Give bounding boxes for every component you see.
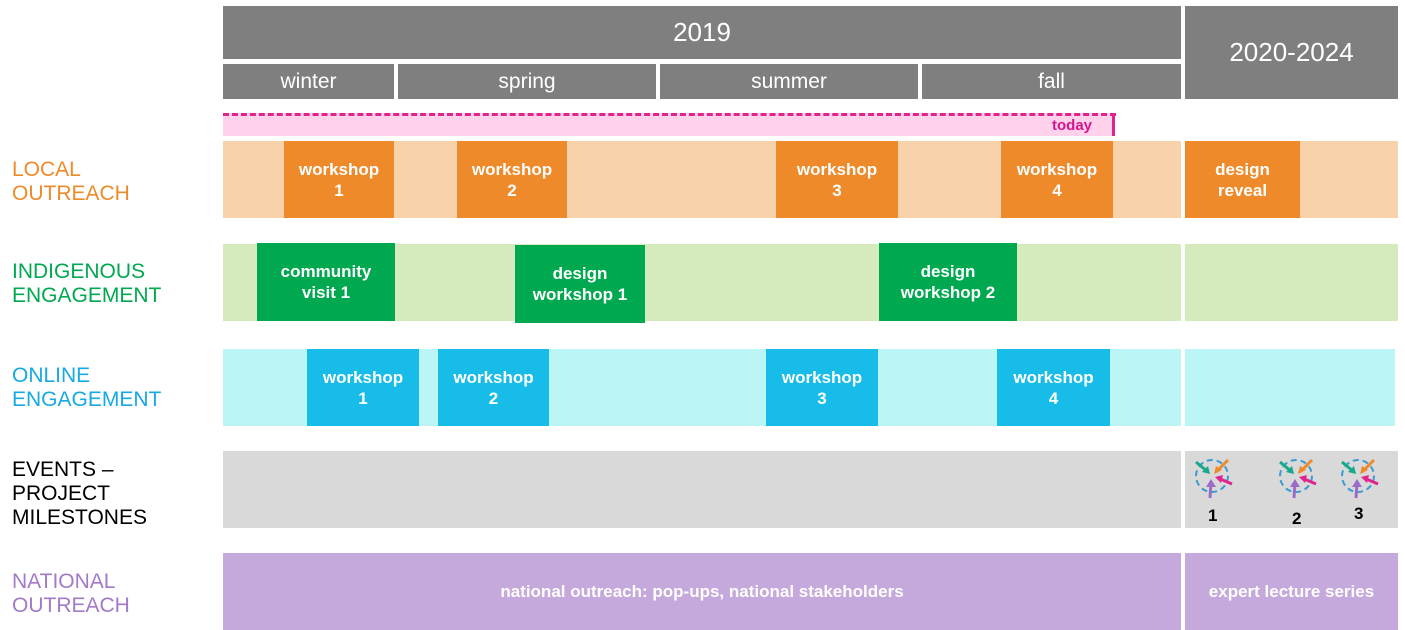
- local-workshop-1: workshop 1: [284, 141, 394, 218]
- year-label: 2019: [673, 17, 731, 47]
- today-label: today: [1052, 117, 1093, 134]
- national-outreach-banner: national outreach: pop-ups, national sta…: [223, 553, 1181, 630]
- label-line: LOCAL: [12, 158, 81, 181]
- banner-label: expert lecture series: [1208, 581, 1375, 601]
- future-years-header: 2020-2024: [1185, 6, 1398, 99]
- label-line: EVENTS –: [12, 458, 114, 481]
- future-years-label: 2020-2024: [1229, 37, 1354, 67]
- milestone-convergence-icon: [1186, 450, 1238, 502]
- box-label: workshop 3: [781, 367, 863, 408]
- milestone-number: 3: [1354, 504, 1364, 523]
- box-label: workshop 4: [1013, 367, 1094, 408]
- box-label: workshop 2: [471, 159, 553, 200]
- banner-label: national outreach: pop-ups, national sta…: [500, 581, 904, 601]
- label-line: NATIONAL: [12, 570, 116, 593]
- label-line: MILESTONES: [12, 506, 147, 529]
- box-label: design workshop 2: [900, 262, 996, 302]
- box-label: workshop 4: [1016, 159, 1098, 200]
- row-label-local-outreach: LOCAL OUTREACH: [12, 158, 130, 206]
- today-tick: [1112, 113, 1115, 136]
- box-label: workshop 2: [453, 367, 534, 408]
- local-workshop-4: workshop 4: [1001, 141, 1113, 218]
- season-fall: fall: [922, 64, 1181, 99]
- row-label-indigenous-engagement: INDIGENOUS ENGAGEMENT: [12, 260, 161, 308]
- milestone-number: 1: [1208, 506, 1218, 525]
- box-label: design reveal: [1215, 159, 1270, 200]
- label-line: OUTREACH: [12, 182, 130, 205]
- online-workshop-2: workshop 2: [438, 349, 549, 426]
- label-line: INDIGENOUS: [12, 260, 146, 283]
- season-spring: spring: [398, 64, 656, 99]
- box-label: community visit 1: [280, 262, 372, 302]
- row-label-national-outreach: NATIONAL OUTREACH: [12, 570, 130, 618]
- events-future-band: [1185, 451, 1398, 528]
- label-line: ENGAGEMENT: [12, 388, 162, 411]
- local-workshop-3: workshop 3: [776, 141, 898, 218]
- milestone-convergence-icon: [1332, 450, 1384, 502]
- season-label: winter: [280, 69, 337, 93]
- box-label: workshop 3: [796, 159, 878, 200]
- year-header: 2019: [223, 6, 1181, 59]
- expert-lecture-series-banner: expert lecture series: [1185, 553, 1398, 630]
- season-winter: winter: [223, 64, 394, 99]
- row-label-online-engagement: ONLINE ENGAGEMENT: [12, 364, 161, 412]
- indigenous-engagement-future-band: [1185, 244, 1398, 321]
- box-label: workshop 1: [322, 367, 404, 408]
- online-workshop-1: workshop 1: [307, 349, 419, 426]
- box-label: workshop 1: [298, 159, 380, 200]
- design-workshop-2: design workshop 2: [879, 243, 1017, 321]
- design-reveal: design reveal: [1185, 141, 1300, 218]
- row-label-events-milestones: EVENTS – PROJECT MILESTONES: [12, 458, 147, 530]
- online-workshop-3: workshop 3: [766, 349, 878, 426]
- label-line: ENGAGEMENT: [12, 284, 162, 307]
- label-line: OUTREACH: [12, 594, 130, 617]
- today-line: [223, 113, 1116, 116]
- season-label: summer: [751, 69, 827, 93]
- design-workshop-1: design workshop 1: [515, 245, 645, 323]
- milestone-number: 2: [1292, 509, 1302, 528]
- online-engagement-future-band: [1185, 349, 1395, 426]
- season-label: spring: [498, 69, 556, 93]
- label-line: PROJECT: [12, 482, 111, 505]
- label-line: ONLINE: [12, 364, 91, 387]
- box-label: design workshop 1: [532, 264, 628, 304]
- local-workshop-2: workshop 2: [457, 141, 567, 218]
- today-band: [223, 113, 1114, 136]
- online-workshop-4: workshop 4: [997, 349, 1110, 426]
- community-visit-1: community visit 1: [257, 243, 395, 321]
- milestone-convergence-icon: [1270, 450, 1322, 502]
- events-band: [223, 451, 1181, 528]
- season-summer: summer: [660, 64, 918, 99]
- season-label: fall: [1038, 69, 1065, 93]
